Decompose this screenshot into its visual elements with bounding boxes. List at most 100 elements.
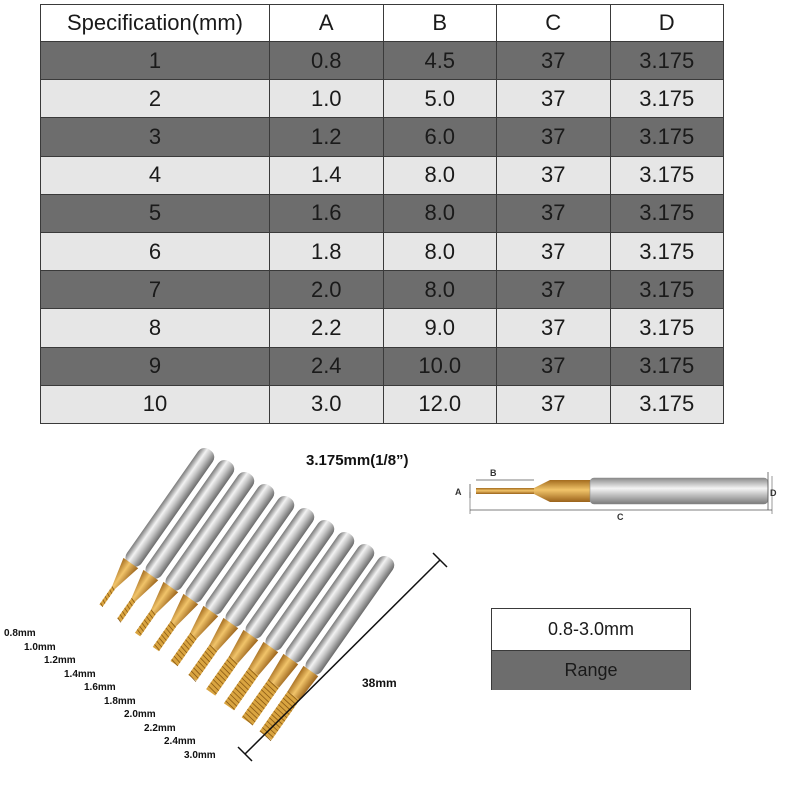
size-label: 2.0mm: [124, 709, 156, 720]
drill-bit: [223, 531, 355, 711]
table-cell: 9.0: [382, 308, 497, 348]
shank-diameter-label: 3.175mm(1/8”): [306, 452, 409, 469]
table-cell: 6: [40, 231, 270, 272]
size-label: 1.0mm: [24, 641, 56, 653]
table-cell: 12.0: [382, 384, 497, 425]
diagram-flute: [476, 488, 534, 494]
table-cell: 3.0: [269, 384, 384, 425]
range-box: 0.8-3.0mm Range: [491, 608, 691, 690]
table-cell: 6.0: [382, 117, 497, 157]
table-cell: 0.8: [269, 40, 384, 81]
table-cell: 37: [496, 193, 611, 233]
length-dimension-line: [244, 559, 441, 755]
table-cell: 8: [40, 308, 270, 348]
table-cell: 37: [496, 40, 611, 81]
table-cell: 10: [40, 384, 270, 425]
table-cell: 37: [496, 308, 611, 348]
table-cell: 3.175: [609, 193, 724, 233]
size-label: 3.0mm: [184, 749, 216, 761]
size-label: 1.2mm: [44, 655, 76, 666]
length-dimension-tick-bottom: [237, 746, 253, 762]
table-header-row: Specification(mm) A B C D: [40, 4, 724, 42]
header-c: C: [496, 4, 611, 42]
size-label: 1.6mm: [84, 682, 116, 693]
table-cell: 8.0: [382, 193, 497, 233]
diagram-shank: [589, 477, 769, 505]
table-cell: 3.175: [609, 308, 724, 348]
drill-bit: [170, 495, 295, 667]
diagram-letter-c: C: [617, 512, 624, 522]
diagram-taper: [534, 480, 590, 502]
drill-bit: [134, 471, 255, 637]
drill-bits-photo: [99, 447, 448, 762]
table-cell: 3.175: [609, 40, 724, 81]
drill-bits-group: [99, 447, 395, 742]
table-cell: 37: [496, 155, 611, 195]
table-cell: 4.5: [382, 40, 497, 81]
size-label: 2.2mm: [144, 722, 176, 734]
table-cell: 1.0: [269, 79, 384, 119]
table-cell: 3.175: [609, 79, 724, 119]
table-cell: 1.8: [269, 231, 384, 272]
table-cell: 37: [496, 346, 611, 386]
size-label: 1.4mm: [64, 668, 96, 680]
table-cell: 1.6: [269, 193, 384, 233]
table-cell: 37: [496, 270, 611, 310]
table-cell: 9: [40, 346, 270, 386]
table-cell: 1: [40, 40, 270, 81]
table-cell: 2.0: [269, 270, 384, 310]
range-value: 0.8-3.0mm: [492, 609, 690, 651]
table-cell: 3.175: [609, 155, 724, 195]
dimension-diagram: [469, 472, 773, 514]
header-spec: Specification(mm): [40, 4, 270, 42]
table-cell: 2: [40, 79, 270, 119]
table-cell: 10.0: [382, 346, 497, 386]
diagram-letter-a: A: [455, 487, 462, 497]
drill-bit: [117, 459, 235, 623]
table-cell: 1.4: [269, 155, 384, 195]
header-b: B: [382, 4, 497, 42]
table-cell: 2.4: [269, 346, 384, 386]
table-cell: 2.2: [269, 308, 384, 348]
table-cell: 3: [40, 117, 270, 157]
drill-bit: [99, 447, 215, 607]
length-label: 38mm: [362, 676, 397, 690]
table-cell: 3.175: [609, 270, 724, 310]
length-dimension-tick-top: [432, 552, 448, 568]
size-label: 0.8mm: [4, 628, 36, 639]
table-cell: 3.175: [609, 384, 724, 425]
table-cell: 5: [40, 193, 270, 233]
drill-bit: [241, 543, 375, 726]
table-cell: 3.175: [609, 231, 724, 272]
table-cell: 1.2: [269, 117, 384, 157]
table-cell: 4: [40, 155, 270, 195]
table-cell: 7: [40, 270, 270, 310]
range-caption: Range: [492, 651, 690, 690]
table-cell: 37: [496, 231, 611, 272]
header-a: A: [269, 4, 384, 42]
drill-bit: [188, 507, 315, 682]
table-cell: 8.0: [382, 270, 497, 310]
diagram-letter-b: B: [490, 468, 497, 478]
table-cell: 5.0: [382, 79, 497, 119]
table-cell: 3.175: [609, 346, 724, 386]
table-cell: 37: [496, 117, 611, 157]
header-d: D: [609, 4, 724, 42]
diagram-letter-d: D: [770, 488, 777, 498]
table-cell: 8.0: [382, 155, 497, 195]
table-cell: 37: [496, 79, 611, 119]
table-cell: 37: [496, 384, 611, 425]
size-label: 1.8mm: [104, 695, 136, 707]
